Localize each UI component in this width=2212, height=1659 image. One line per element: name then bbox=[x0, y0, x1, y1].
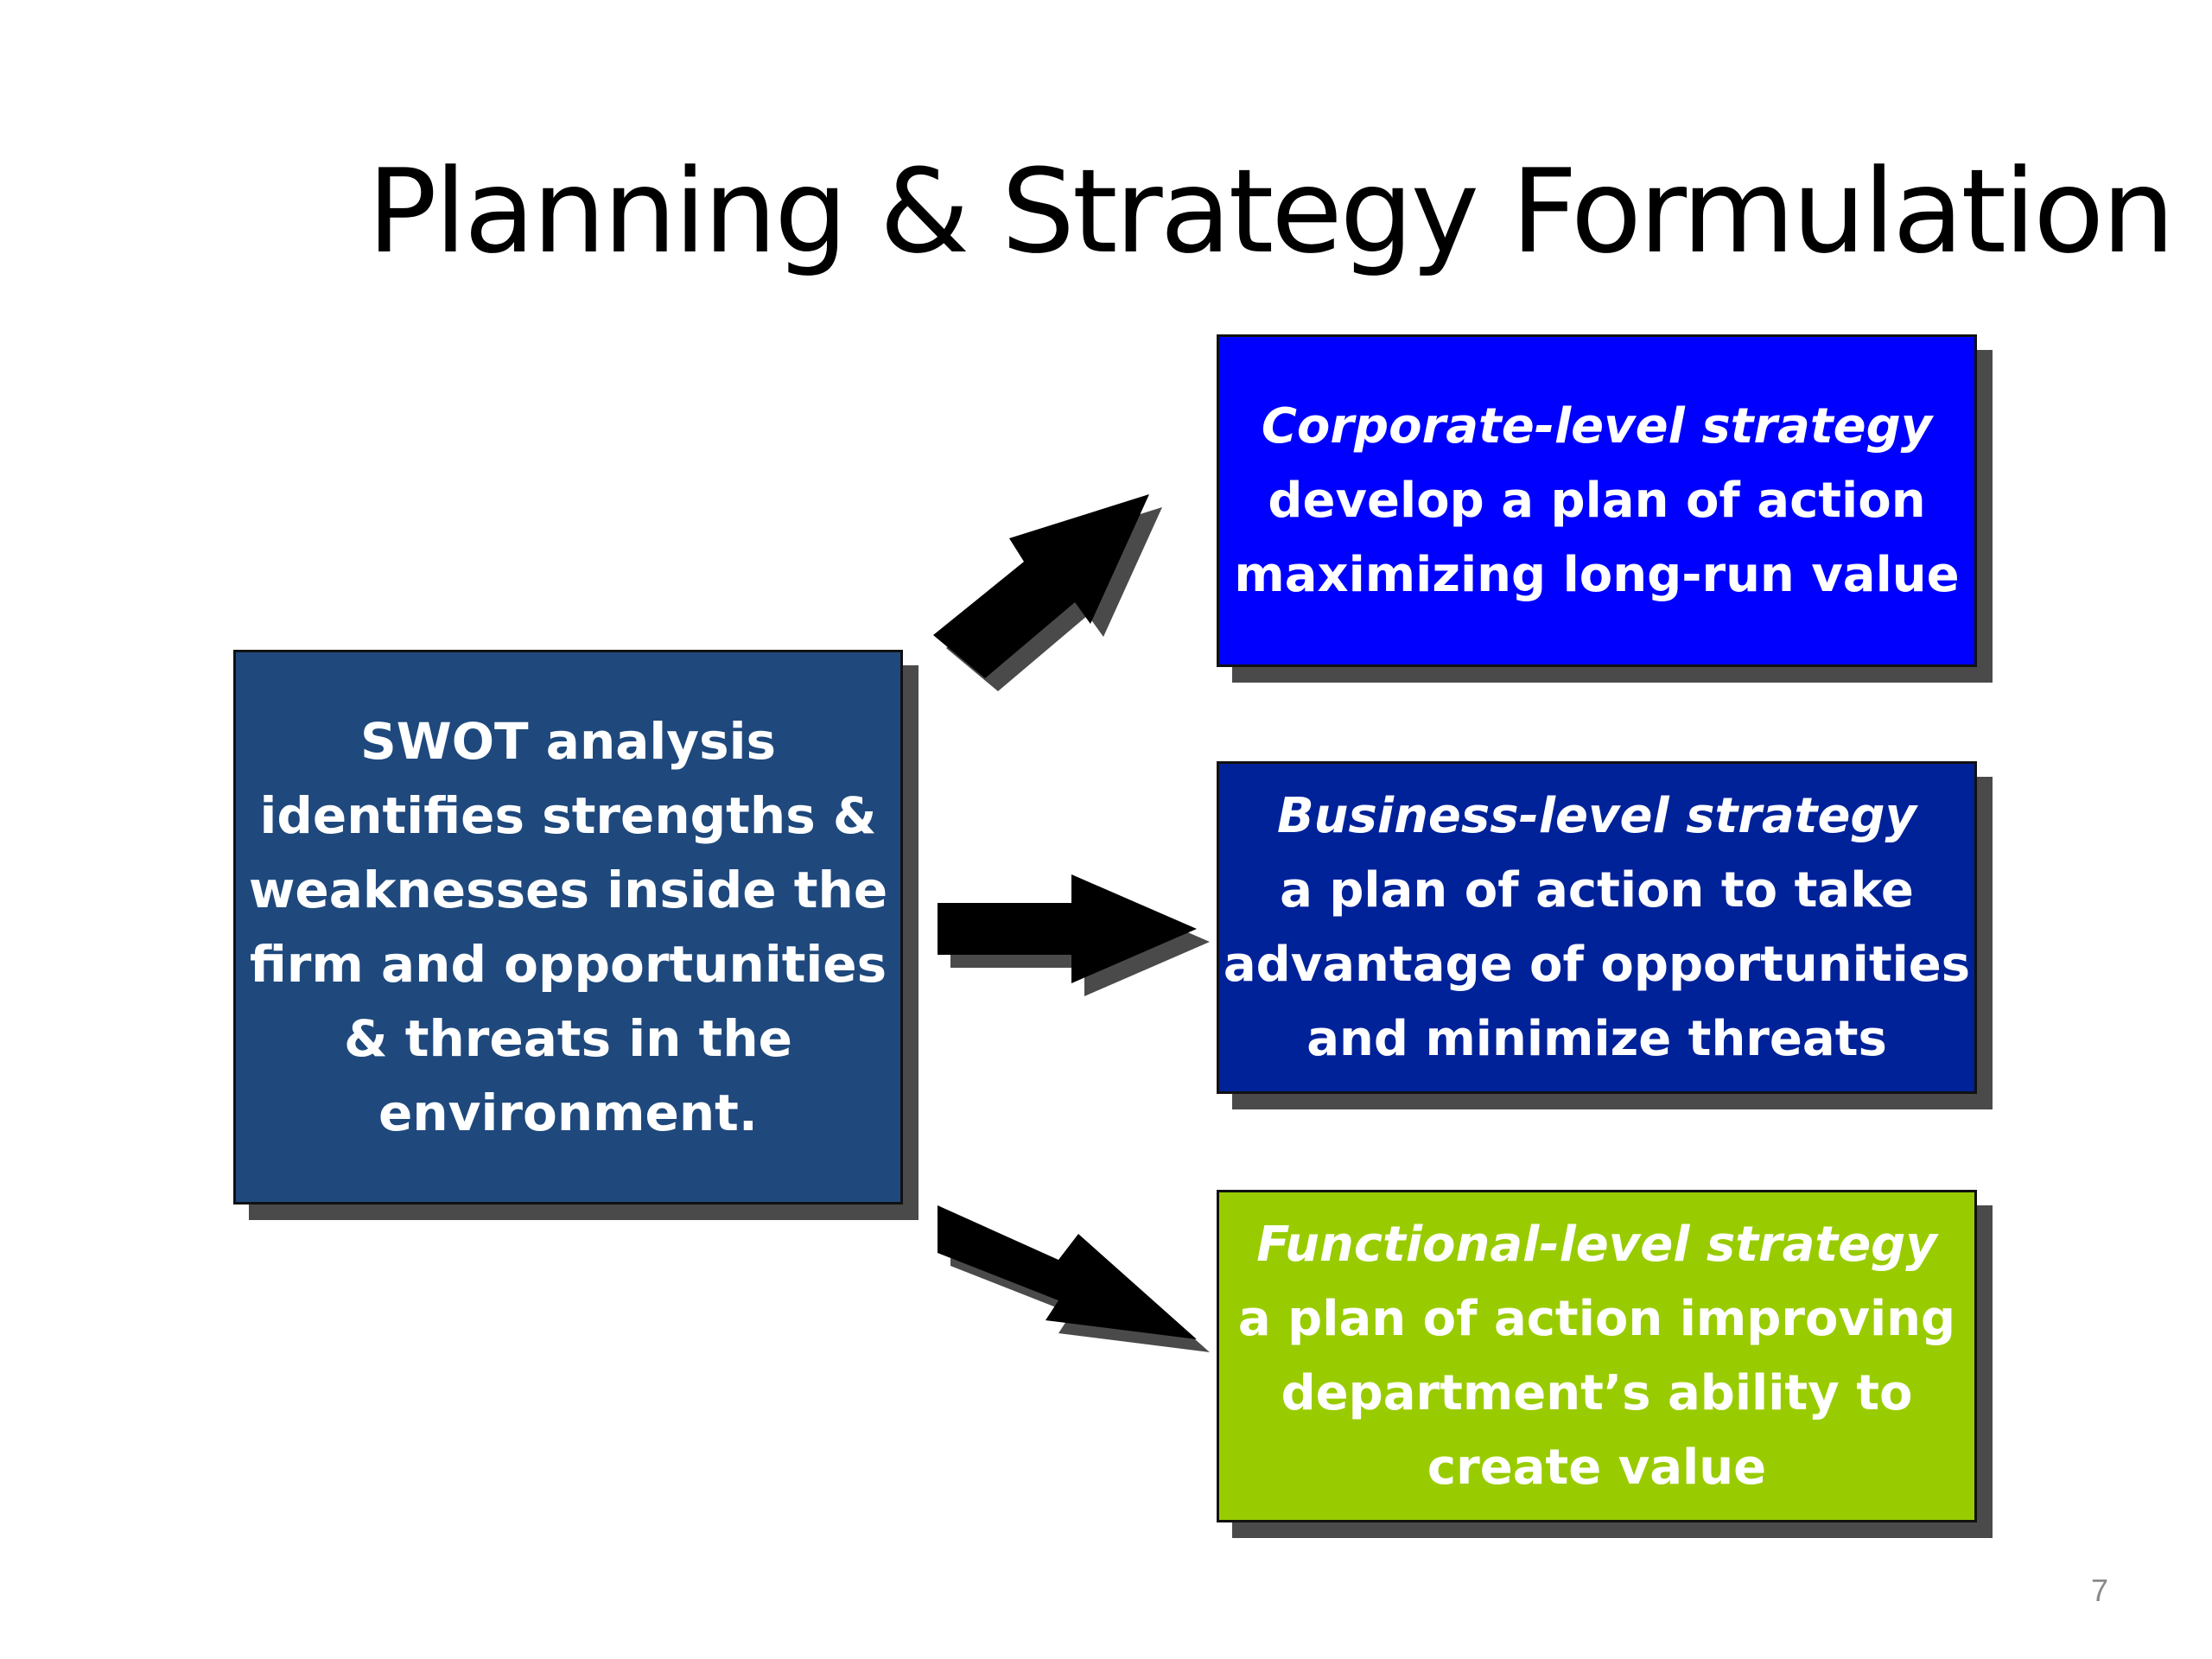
functional-strategy-line: a plan of action improving bbox=[1237, 1290, 1956, 1347]
arrow-shadow bbox=[946, 507, 1162, 691]
arrow-to-corporate bbox=[933, 494, 1162, 691]
arrow-down-right-icon bbox=[938, 1205, 1197, 1339]
swot-line: environment. bbox=[378, 1084, 758, 1142]
corporate-strategy-heading: Corporate-level strategy bbox=[1261, 397, 1933, 454]
arrow-to-business bbox=[938, 874, 1210, 996]
business-strategy-line: a plan of action to take bbox=[1280, 861, 1914, 918]
functional-strategy-line: create value bbox=[1427, 1439, 1767, 1496]
swot-line: & threats in the bbox=[343, 1009, 793, 1068]
arrow-shadow bbox=[950, 887, 1210, 996]
business-strategy-line: and minimize threats bbox=[1306, 1010, 1887, 1067]
corporate-strategy-line: develop a plan of action bbox=[1268, 472, 1926, 529]
corporate-strategy-box: Corporate-level strategy develop a plan … bbox=[1217, 334, 1977, 667]
swot-analysis-box: SWOT analysis identifies strengths & wea… bbox=[233, 650, 903, 1205]
arrow-up-right-icon bbox=[933, 494, 1149, 678]
slide-title: Planning & Strategy Formulation bbox=[367, 144, 2175, 279]
swot-line: weaknesses inside the bbox=[248, 861, 888, 919]
swot-line: SWOT analysis bbox=[360, 712, 776, 771]
arrow-to-functional bbox=[938, 1205, 1210, 1352]
arrow-right-icon bbox=[938, 874, 1197, 983]
swot-line: identifies strengths & bbox=[259, 786, 877, 845]
functional-strategy-heading: Functional-level strategy bbox=[1256, 1216, 1937, 1273]
corporate-strategy-line: maximizing long-run value bbox=[1234, 546, 1960, 603]
business-strategy-line: advantage of opportunities bbox=[1223, 936, 1971, 993]
business-strategy-box: Business-level strategy a plan of action… bbox=[1217, 761, 1977, 1094]
business-strategy-heading: Business-level strategy bbox=[1276, 787, 1917, 844]
arrow-shadow bbox=[950, 1218, 1210, 1352]
functional-strategy-line: department’s ability to bbox=[1281, 1364, 1913, 1421]
page-number: 7 bbox=[2090, 1573, 2108, 1608]
functional-strategy-box: Functional-level strategy a plan of acti… bbox=[1217, 1190, 1977, 1522]
swot-line: firm and opportunities bbox=[249, 935, 887, 994]
